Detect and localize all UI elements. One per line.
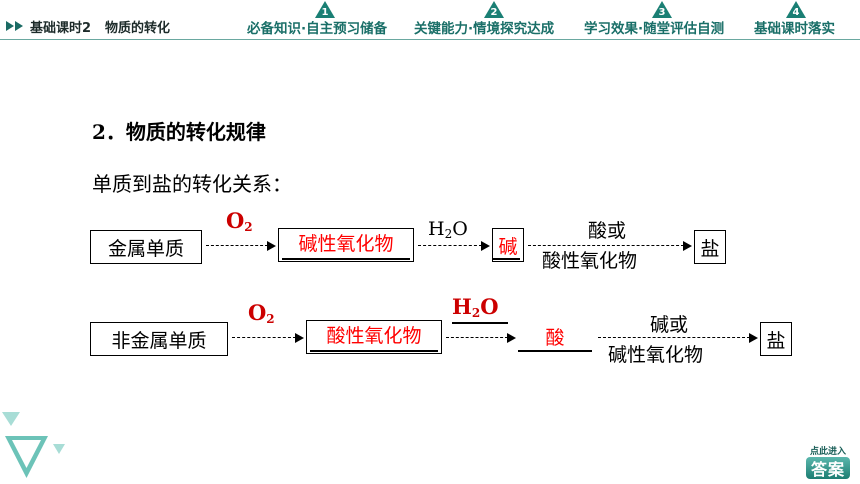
header-divider (0, 39, 860, 40)
course-breadcrumb: 基础课时2 物质的转化 (6, 14, 236, 38)
tab-assessment[interactable]: 学习效果·随堂评估自测 (584, 16, 724, 38)
arrow (232, 333, 304, 343)
salt-box: 盐 (760, 322, 792, 356)
lesson-title: 物质的转化 (105, 20, 171, 36)
arrow (418, 241, 490, 251)
tab-practice[interactable]: 基础课时落实 (754, 16, 835, 38)
arrow (598, 333, 758, 343)
section-heading: 2．物质的转化规律 (92, 120, 266, 144)
answer-blank-acidic-oxide: 酸性氧化物 (306, 320, 442, 354)
reagent-h2o-label: H2O (428, 218, 468, 241)
salt-box: 盐 (694, 230, 726, 264)
answer-blank-acid: 酸 (545, 326, 565, 349)
answer-hint: 点此进入 (809, 447, 846, 457)
reagent-o2-label: O2 (248, 300, 275, 326)
section-subheading: 单质到盐的转化关系： (92, 172, 292, 196)
top-navigation-bar: 基础课时2 物质的转化 必备知识·自主预习储备 1 关键能力·情境探究达成 2 … (0, 0, 860, 40)
reagent-o2-label: O2 (226, 208, 253, 234)
tab-number-badge: 1 (315, 1, 335, 19)
tab-label: 基础课时落实 (754, 21, 835, 37)
blank-underline (492, 258, 520, 260)
blank-underline (518, 350, 592, 352)
tab-explore[interactable]: 关键能力·情境探究达成 (414, 16, 554, 38)
course-title: 基础课时2 (30, 20, 92, 36)
reagent-acid-label: 酸或 (588, 220, 627, 242)
play-icon (6, 21, 14, 31)
tab-label: 必备知识·自主预习储备 (247, 21, 388, 37)
arrow (528, 241, 692, 251)
tab-number-badge: 3 (652, 1, 672, 19)
answer-label: 答案 (806, 457, 850, 479)
answer-blank-base: 碱 (492, 228, 524, 262)
reagent-base-label: 碱或 (650, 314, 689, 336)
h2o-underline (452, 322, 508, 324)
tab-number-badge: 2 (484, 1, 504, 19)
reagent-h2o-label: H2O (452, 294, 499, 320)
arrow (446, 333, 516, 343)
tab-prep[interactable]: 必备知识·自主预习储备 (247, 16, 387, 38)
metal-element-box: 金属单质 (90, 230, 202, 264)
tab-label: 学习效果·随堂评估自测 (584, 21, 725, 37)
reagent-acid-oxide-label: 酸性氧化物 (542, 250, 638, 272)
nonmetal-element-box: 非金属单质 (90, 322, 228, 356)
play-icon (15, 21, 23, 31)
reagent-basic-oxide-label: 碱性氧化物 (608, 344, 704, 366)
tab-number-badge: 4 (786, 1, 806, 19)
blank-underline (310, 350, 438, 352)
answer-button[interactable]: 点此进入 答案 (800, 444, 856, 482)
blank-underline (282, 258, 410, 260)
answer-blank-basic-oxide: 碱性氧化物 (278, 228, 414, 262)
arrow (206, 241, 276, 251)
tab-label: 关键能力·情境探究达成 (414, 21, 555, 37)
triangle-decoration-icon (2, 412, 65, 478)
